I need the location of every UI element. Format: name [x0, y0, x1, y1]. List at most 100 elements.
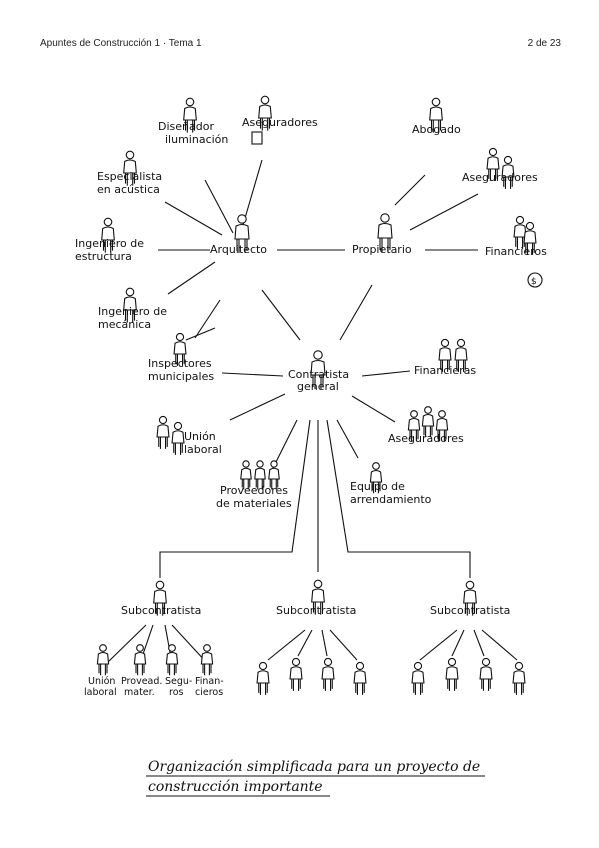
label-disenador-l1: Diseñador [158, 120, 214, 133]
person-subcontratista-2 [311, 579, 325, 615]
svg-text:$: $ [531, 277, 537, 287]
person-union-1 [156, 415, 170, 449]
label-ingmec-l1: Ingeniero de [98, 305, 167, 318]
label-union-l1: Unión [184, 430, 216, 443]
label-financieras-cg: Financieras [414, 364, 476, 377]
person-contratista-general [310, 350, 326, 389]
edge-sub3-b [451, 629, 465, 657]
label-arquitecto: Arquitecto [210, 243, 267, 256]
label-sub-provead-l2: mater. [124, 687, 155, 698]
edge-sub2-c [321, 629, 328, 657]
person-sub1-union [96, 644, 110, 676]
label-inspectores-l2: municipales [148, 370, 214, 383]
person-subcontratista-3 [463, 580, 477, 616]
label-equipo-l2: arrendamiento [350, 493, 432, 506]
person-proveedores-3 [268, 460, 280, 490]
page-number: 2 de 23 [527, 38, 561, 49]
person-subcontratista-1 [153, 580, 167, 616]
label-ingest-l1: Ingeniero de [75, 237, 144, 250]
edge-sub1-fin [171, 624, 208, 664]
label-sub-union-l1: Unión [88, 676, 115, 687]
person-aseguradores-arq [258, 95, 272, 131]
person-financieras-cg-1 [438, 338, 452, 372]
label-equipo-l1: Equipo de [350, 480, 405, 493]
edge-cg-inspect [221, 372, 284, 377]
edge-arq-cg [261, 289, 301, 341]
edge-arq-ingmec [167, 261, 216, 295]
label-sub-seguros-l1: Segu- [165, 676, 192, 687]
caption-line-1: Organización simplificada para un proyec… [148, 759, 480, 775]
edge-sub3-a [419, 629, 458, 661]
edge-cg-aseg [351, 395, 396, 423]
label-ingest-l2: estructura [75, 250, 132, 263]
person-aseguradores-prop-2 [501, 155, 515, 189]
person-sub2-3 [321, 657, 335, 691]
person-financieros-prop-2 [523, 221, 537, 255]
label-proveedores-l2: de materiales [216, 497, 292, 510]
label-sub-finan-l1: Finan- [195, 676, 224, 687]
label-aseguradores-prop: Aseguradores [462, 171, 538, 184]
person-propietario [377, 213, 393, 252]
label-proveedores-l1: Proveedores [220, 484, 288, 497]
person-ingeniero-estructura [101, 217, 115, 253]
person-financieros-prop-1 [513, 215, 527, 249]
person-proveedores-1 [240, 460, 252, 490]
label-contratista-l1: Contratista [288, 368, 349, 381]
edge-cg-sub1 [159, 419, 311, 578]
edge-prop-aseg [409, 193, 479, 231]
edge-sub3-c [473, 629, 485, 657]
person-arquitecto [234, 214, 250, 253]
label-especialista-l1: Especialista [97, 170, 162, 183]
label-abogado: Abogado [412, 123, 461, 136]
label-subcontratista-1: Subcontratista [121, 604, 201, 617]
label-especialista-l2: en acústica [97, 183, 160, 196]
edge-arq-especialista [164, 201, 223, 236]
person-inspector [173, 332, 187, 366]
label-ingmec-l2: mecánica [98, 318, 151, 331]
person-aseguradores-cg-3 [435, 410, 449, 442]
person-disenador [183, 97, 197, 133]
person-especialista [123, 150, 137, 186]
edge-sub3-d [481, 629, 518, 661]
label-subcontratista-3: Subcontratista [430, 604, 510, 617]
person-proveedores-2 [254, 460, 266, 490]
label-inspectores-l1: Inspectores [148, 357, 212, 370]
edge-arq-aseg [242, 159, 263, 226]
label-propietario: Propietario [352, 243, 412, 256]
clipboard-icon [251, 131, 263, 145]
person-sub1-finan [200, 644, 214, 676]
edge-prop-cg [339, 284, 373, 341]
label-disenador-l2: iluminación [165, 133, 228, 146]
label-sub-finan-l2: cieros [195, 687, 223, 698]
person-sub2-1 [256, 661, 270, 695]
person-sub3-3 [479, 657, 493, 691]
person-sub1-seguros [165, 644, 179, 676]
person-sub3-4 [512, 661, 526, 695]
label-subcontratista-2: Subcontratista [276, 604, 356, 617]
people-figures [96, 95, 537, 695]
edge-sub2-d [329, 629, 358, 661]
person-sub3-1 [411, 661, 425, 695]
label-sub-union-l2: laboral [84, 687, 117, 698]
edge-sub2-a [267, 629, 306, 661]
label-sub-seguros-l2: ros [169, 687, 184, 698]
caption: Organización simplificada para un proyec… [146, 759, 485, 797]
person-union-2 [171, 421, 185, 455]
edge-cg-equipo [336, 419, 359, 459]
edge-arq-inspect [194, 299, 221, 339]
label-financieros-prop: Financieros [485, 245, 547, 258]
person-equipo [369, 462, 383, 494]
caption-line-2: construcción importante [148, 779, 323, 795]
edge-cg-union [229, 393, 286, 421]
pointing-arm [185, 327, 216, 341]
edge-sub1-union [106, 624, 147, 664]
person-sub2-4 [353, 661, 367, 695]
label-aseguradores-cg: Aseguradores [388, 432, 464, 445]
person-financieras-cg-2 [454, 338, 468, 372]
person-aseguradores-cg-2 [421, 406, 435, 438]
person-aseguradores-prop-1 [486, 147, 500, 181]
person-sub2-2 [289, 657, 303, 691]
person-ingeniero-mecanica [123, 287, 137, 323]
diagram-connections [106, 159, 518, 664]
person-sub1-provead [133, 644, 147, 676]
